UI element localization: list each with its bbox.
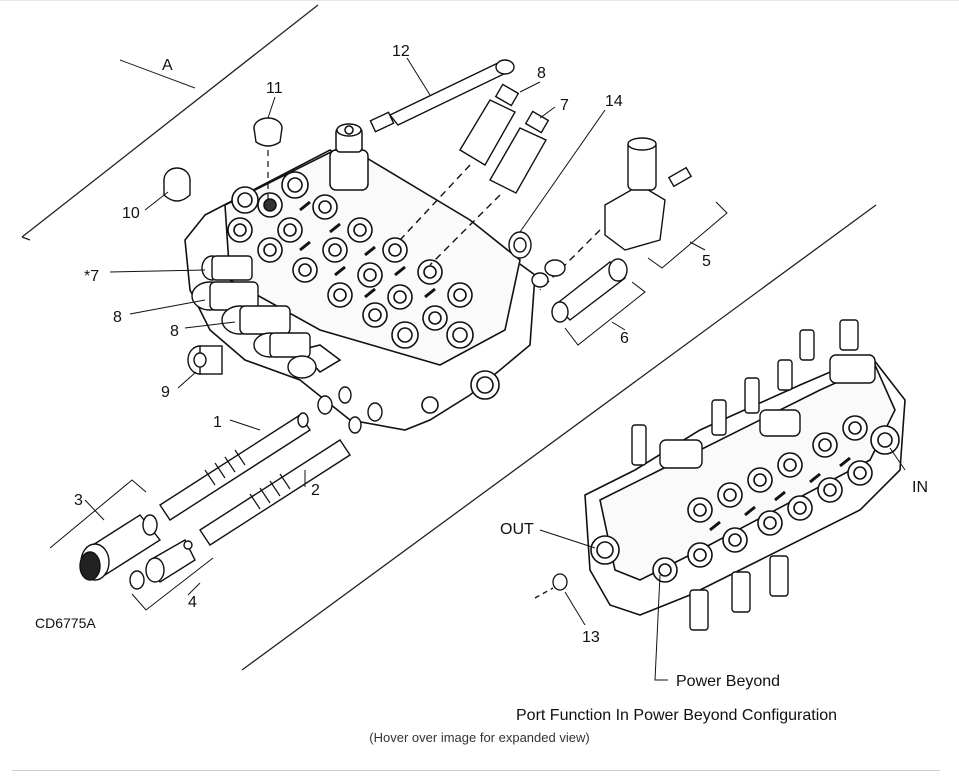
callout-7-top: 7 — [560, 97, 569, 114]
cartridge-6 — [531, 258, 628, 323]
seal-14 — [508, 231, 532, 259]
callout-a: A — [162, 57, 173, 74]
end-cap-assembly-4 — [129, 539, 196, 590]
callout-6: 6 — [620, 330, 629, 347]
callout-11: 11 — [266, 80, 283, 97]
callout-star-7: *7 — [84, 268, 99, 285]
callout-14: 14 — [605, 93, 623, 110]
plug-10 — [163, 167, 191, 202]
callout-12: 12 — [392, 43, 410, 60]
solenoid-8-upper — [399, 83, 520, 241]
callout-8-top: 8 — [537, 65, 546, 82]
callout-3: 3 — [74, 492, 83, 509]
port-leaders — [539, 447, 906, 681]
end-cap-assembly-3 — [79, 514, 162, 581]
callout-8-left: 8 — [113, 309, 122, 326]
callout-5: 5 — [702, 253, 711, 270]
drawing-id: CD6775A — [35, 615, 96, 631]
spool-1 — [159, 386, 352, 521]
figure-caption: Port Function In Power Beyond Configurat… — [516, 707, 838, 724]
callout-1: 1 — [213, 414, 222, 431]
plug-9 — [187, 345, 223, 375]
power-beyond-label: Power Beyond — [676, 673, 780, 690]
plug-11 — [253, 117, 283, 200]
solenoid-block-5 — [539, 137, 693, 291]
callout-13: 13 — [582, 629, 600, 646]
solenoid-7-upper — [429, 110, 550, 266]
callout-8-mid: 8 — [170, 323, 179, 340]
top-divider — [0, 0, 959, 1]
section-a-bracket-line — [21, 4, 319, 238]
port-in-label: IN — [912, 479, 928, 496]
handle-12 — [369, 59, 515, 133]
left-cartridges — [191, 255, 317, 379]
main-valve-body — [184, 144, 536, 431]
callout-9: 9 — [161, 384, 170, 401]
spool-2 — [199, 402, 383, 546]
callout-10: 10 — [122, 205, 140, 222]
callout-leaders — [49, 57, 728, 611]
port-out-label: OUT — [500, 521, 534, 538]
hover-note: (Hover over image for expanded view) — [369, 730, 590, 745]
relief-cartridge — [329, 123, 369, 191]
callout-4: 4 — [188, 594, 197, 611]
callout-2: 2 — [311, 482, 320, 499]
callout-a-leader — [119, 59, 196, 89]
power-beyond-top-cartridges — [631, 319, 876, 631]
fitting-13 — [534, 573, 568, 599]
section-divider-line — [241, 204, 877, 671]
bottom-divider — [12, 770, 940, 771]
power-beyond-valve — [584, 354, 906, 616]
